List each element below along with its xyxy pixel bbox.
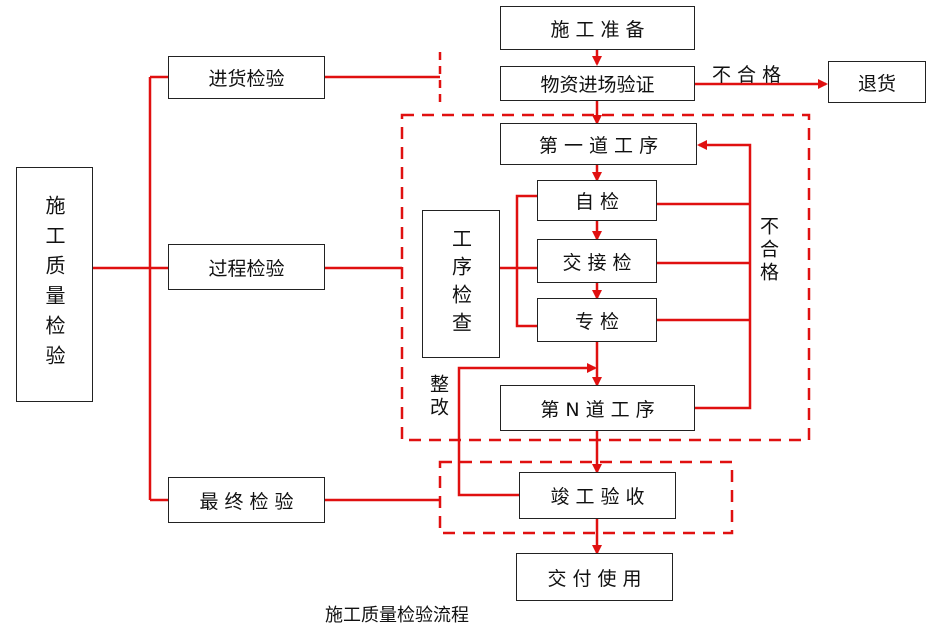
node-delivery: 交 付 使 用 — [516, 553, 673, 601]
label-fail-top: 不 合 格 — [712, 64, 782, 86]
node-incoming-inspection: 进货检验 — [168, 56, 325, 99]
line-proc-bracket — [515, 194, 537, 328]
label-rectify: 整改 — [427, 374, 449, 420]
node-procedure-check-label: 工序检查 — [448, 228, 473, 340]
node-quality-inspection: 施工质量检验 — [16, 167, 93, 402]
node-nth-procedure: 第 N 道 工 序 — [500, 385, 695, 431]
node-completion-acceptance: 竣 工 验 收 — [519, 472, 676, 519]
node-self-check: 自 检 — [537, 180, 657, 221]
node-handover-check: 交 接 检 — [537, 239, 657, 283]
node-process-inspection: 过程检验 — [168, 244, 325, 290]
label-fail-right: 不合格 — [757, 216, 779, 285]
arrow-rectify-loop — [457, 363, 597, 497]
node-final-inspection: 最 终 检 验 — [168, 477, 325, 523]
node-first-procedure: 第 一 道 工 序 — [500, 123, 697, 165]
node-prep: 施 工 准 备 — [500, 6, 695, 50]
node-material-check: 物资进场验证 — [500, 66, 695, 101]
dashed-procedure-region — [400, 113, 811, 442]
arrow-fail-loop — [695, 140, 752, 410]
node-procedure-check: 工序检查 — [422, 210, 500, 358]
dashed-completion-region — [438, 460, 734, 535]
diagram-caption: 施工质量检验流程 — [325, 605, 469, 626]
node-return: 退货 — [828, 61, 926, 103]
node-special-check: 专 检 — [537, 298, 657, 342]
node-quality-inspection-label: 施工质量检验 — [42, 194, 66, 375]
